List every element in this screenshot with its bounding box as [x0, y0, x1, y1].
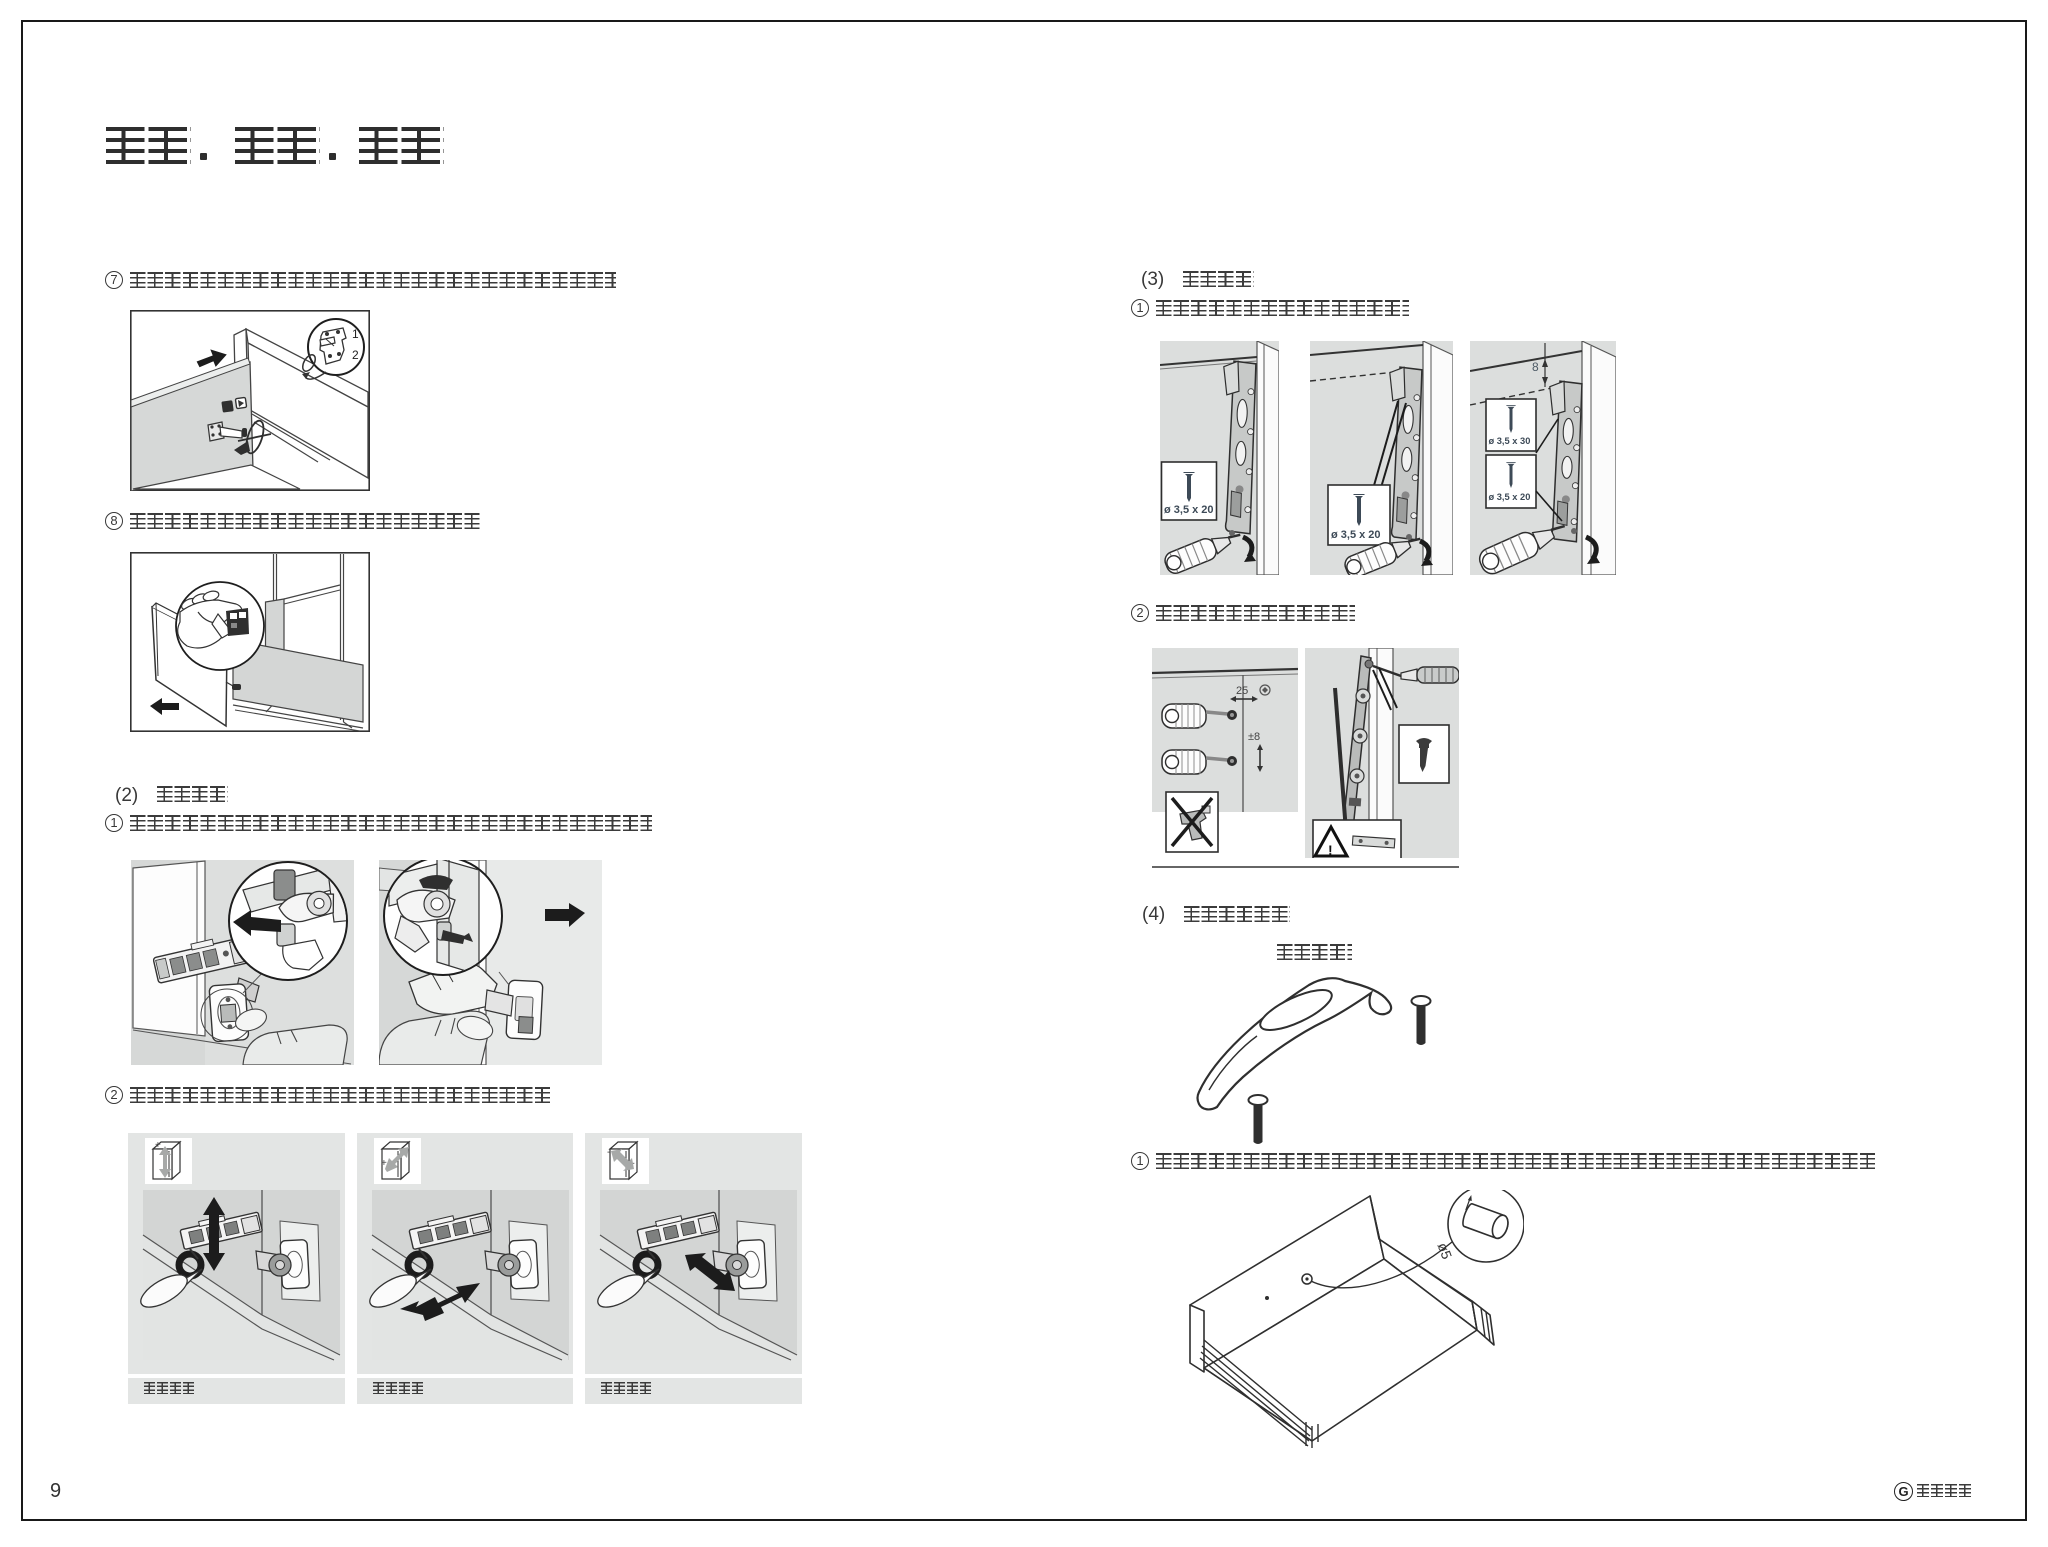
- svg-text:-: -: [161, 1174, 164, 1185]
- svg-text:1: 1: [352, 327, 359, 341]
- svg-text:8: 8: [1532, 360, 1539, 374]
- svg-text:2: 2: [352, 348, 359, 362]
- svg-text:+: +: [155, 1140, 161, 1151]
- svg-text:!: !: [1328, 842, 1333, 858]
- svg-text:ø 3,5 x 30: ø 3,5 x 30: [1489, 436, 1531, 446]
- svg-text:ø 3,5 x 20: ø 3,5 x 20: [1489, 492, 1531, 502]
- svg-text:ø5: ø5: [1435, 1240, 1456, 1261]
- svg-text:±8: ±8: [1248, 731, 1260, 743]
- svg-text:ø 3,5 x 20: ø 3,5 x 20: [1331, 529, 1381, 541]
- svg-text:25: 25: [1236, 685, 1248, 697]
- svg-text:-: -: [607, 1147, 610, 1158]
- svg-text:ø 3,5 x 20: ø 3,5 x 20: [1164, 504, 1214, 516]
- svg-text:+: +: [381, 1158, 387, 1169]
